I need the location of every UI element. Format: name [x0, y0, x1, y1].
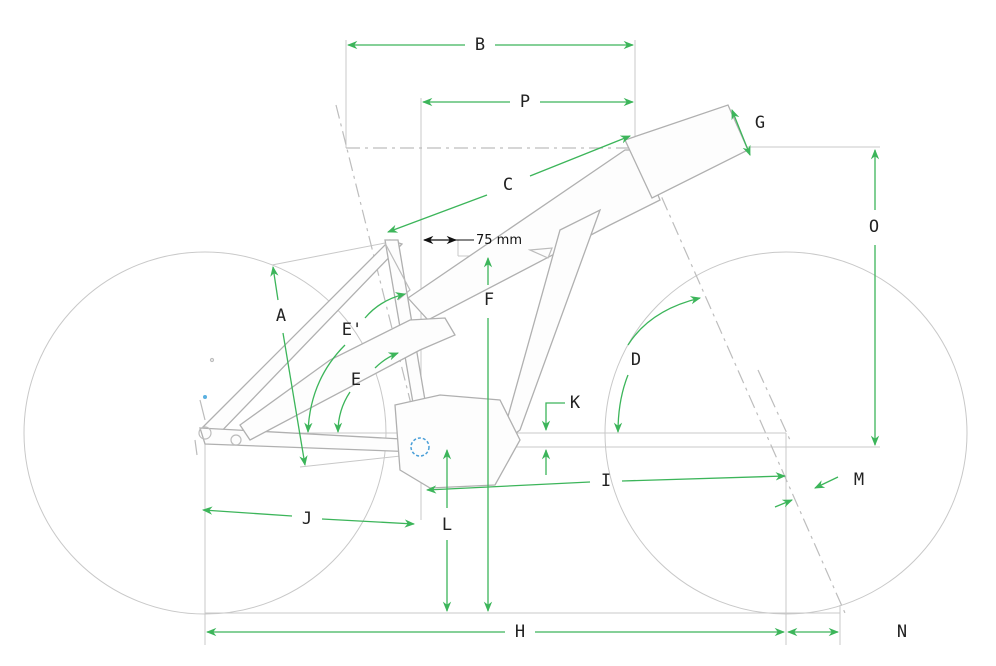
label-n: N	[897, 622, 907, 642]
dimension-labels: B P G O C 75 mm F A E' E D K I M J L H N	[276, 35, 907, 642]
label-j: J	[302, 509, 312, 529]
label-d: D	[631, 350, 641, 370]
label-o: O	[869, 217, 879, 237]
label-k: K	[570, 393, 581, 413]
label-g: G	[755, 113, 765, 133]
label-f: F	[484, 290, 494, 310]
label-m: M	[854, 470, 864, 490]
label-e: E	[351, 370, 361, 390]
label-l: L	[442, 515, 452, 535]
label-i: I	[601, 471, 611, 491]
annotation-75mm: 75 mm	[476, 233, 522, 248]
label-p: P	[520, 92, 530, 112]
label-b: B	[475, 35, 485, 55]
label-a: A	[276, 306, 286, 326]
label-c: C	[503, 175, 513, 195]
label-h: H	[515, 622, 525, 642]
bike-frame	[194, 104, 749, 489]
label-e-prime: E'	[342, 320, 362, 340]
reference-lines	[204, 40, 880, 645]
dimension-lines	[201, 40, 880, 637]
bottom-bracket	[410, 437, 430, 457]
